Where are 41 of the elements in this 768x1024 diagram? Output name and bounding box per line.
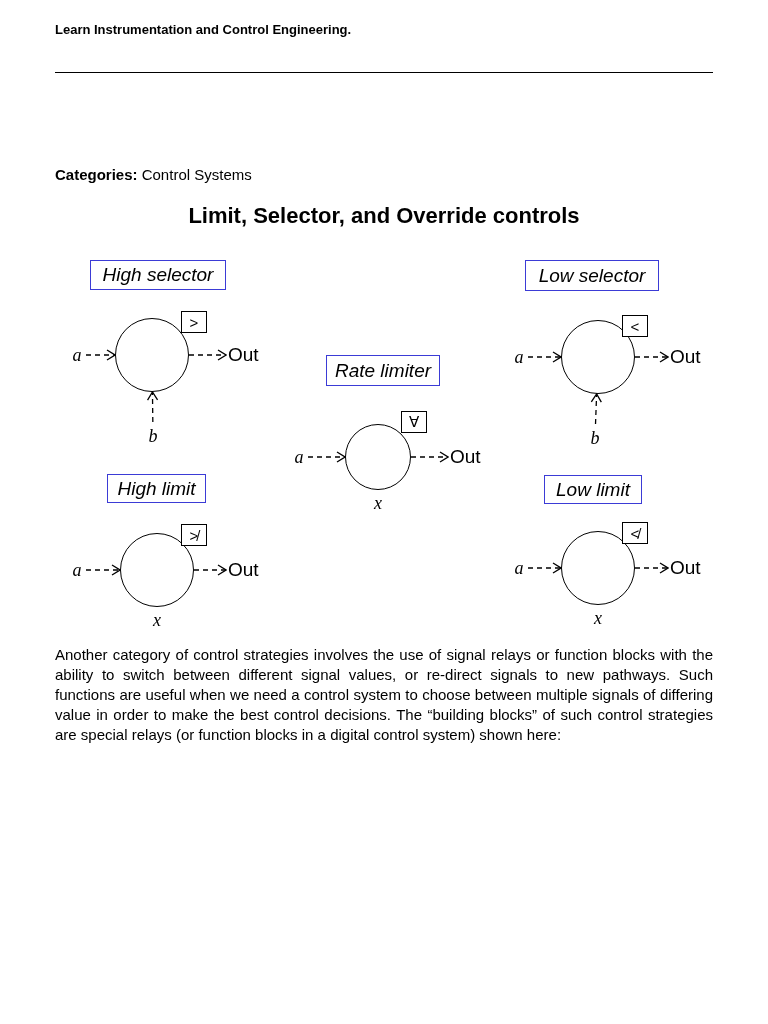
block-title: Low selector xyxy=(525,260,659,291)
output-label: Out xyxy=(228,558,268,582)
dashed-arrow xyxy=(590,393,602,425)
variable-label: x xyxy=(373,492,383,514)
signal-label: a xyxy=(512,345,526,369)
dashed-arrow xyxy=(634,351,669,363)
dashed-arrow xyxy=(527,562,562,574)
output-label: Out xyxy=(228,343,268,367)
dashed-arrow xyxy=(410,451,449,463)
signal-label: b xyxy=(588,426,602,450)
block-title: High limit xyxy=(107,474,206,503)
signal-label: a xyxy=(292,445,306,469)
dashed-arrow xyxy=(634,562,669,574)
dashed-arrow xyxy=(188,349,227,361)
variable-label: x xyxy=(593,607,603,629)
function-symbol: ≮ xyxy=(622,522,648,544)
dashed-arrow xyxy=(307,451,346,463)
signal-label: a xyxy=(70,343,84,367)
dashed-arrow xyxy=(193,564,227,576)
category-line: Categories: Control Systems xyxy=(55,166,252,183)
function-symbol: ∀ xyxy=(401,411,427,433)
header-tagline: Learn Instrumentation and Control Engineering. xyxy=(55,22,353,37)
output-label: Out xyxy=(450,445,490,469)
signal-label: a xyxy=(70,558,84,582)
variable-label: x xyxy=(152,609,162,631)
signal-label: a xyxy=(512,556,526,580)
block-title: High selector xyxy=(90,260,226,290)
page-title: Limit, Selector, and Override controls xyxy=(187,203,581,229)
dashed-arrow xyxy=(85,564,121,576)
output-label: Out xyxy=(670,556,710,580)
function-symbol: ≯ xyxy=(181,524,207,546)
body-paragraph: Another category of control strategies involves the use of signal relays or function blocks with the ability to switch between different signal values, or re-direct signals to new pathways. Such functions are useful when we need a control system to choose between multiple signals of differing value in order to make the best control decisions. The “building blocks” of such control strategies are special relays (or function blocks in a digital control system) shown here: xyxy=(55,645,713,745)
signal-label: b xyxy=(146,424,160,448)
dashed-arrow xyxy=(146,391,159,423)
output-label: Out xyxy=(670,345,710,369)
dashed-arrow xyxy=(85,349,116,361)
block-title: Rate limiter xyxy=(326,355,440,386)
function-symbol: < xyxy=(622,315,648,337)
block-title: Low limit xyxy=(544,475,642,504)
function-symbol: > xyxy=(181,311,207,333)
dashed-arrow xyxy=(527,351,562,363)
